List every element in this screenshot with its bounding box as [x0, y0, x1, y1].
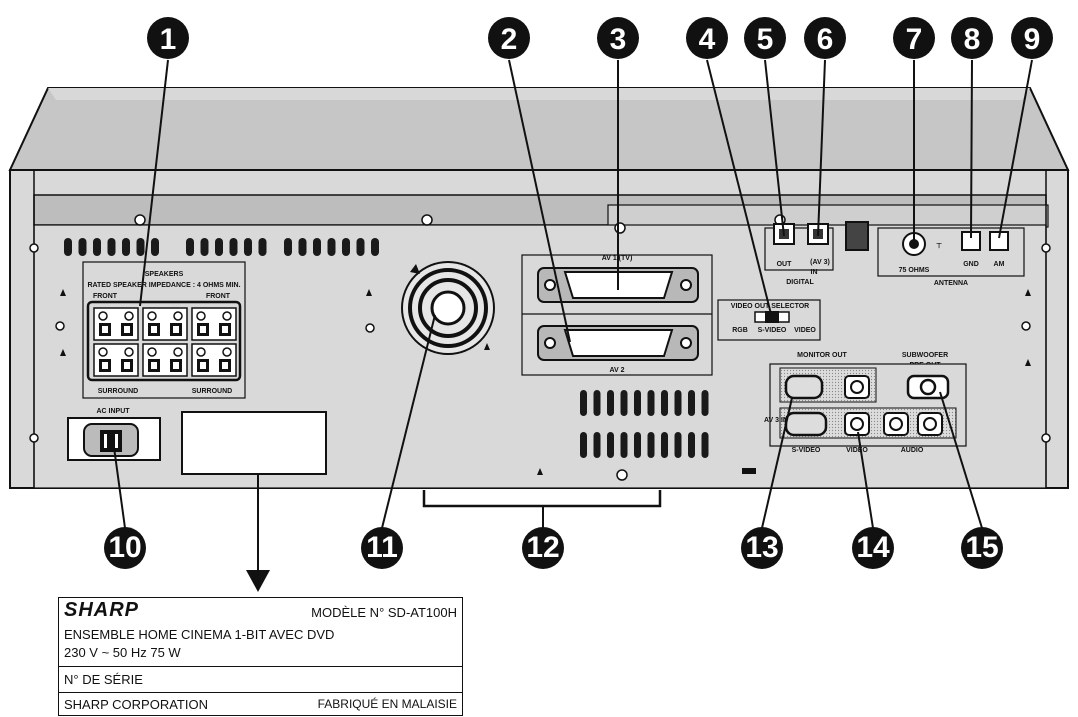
front-left-label: FRONT: [93, 293, 118, 300]
av3-audio-label: AUDIO: [901, 447, 924, 454]
av2-label: AV 2: [609, 367, 624, 374]
lower-vents: [580, 390, 709, 458]
selector-rgb-label: RGB: [732, 327, 748, 334]
svg-text:⊤: ⊤: [936, 242, 942, 250]
callout-label-13: 13: [745, 531, 778, 564]
antenna-label: ANTENNA: [934, 280, 968, 287]
monitor-av3-block: MONITOR OUT SUBWOOFER PRE OUT AV 3 IN S-…: [742, 352, 967, 474]
plate-product: ENSEMBLE HOME CINEMA 1-BIT AVEC DVD: [64, 627, 335, 642]
leader-lines: [112, 59, 1033, 572]
callout-label-12: 12: [526, 531, 559, 564]
gnd-label: GND: [963, 261, 979, 268]
impedance-label: RATED SPEAKER IMPEDANCE : 4 OHMS MIN.: [87, 282, 240, 289]
callout-13: [741, 527, 783, 569]
surround-left-label: SURROUND: [98, 388, 138, 395]
callout-3: [597, 17, 639, 59]
cooling-fan: [401, 261, 495, 355]
av3-svideo-label: S-VIDEO: [792, 447, 821, 454]
monitor-label: MONITOR OUT: [797, 352, 847, 359]
callout-label-6: 6: [817, 23, 834, 56]
callout-label-4: 4: [699, 23, 716, 56]
plate-footer-row: SHARP CORPORATION FABRIQUÉ EN MALAISIE: [59, 693, 462, 717]
selector-video-label: VIDEO: [794, 327, 816, 334]
callout-label-7: 7: [906, 23, 923, 56]
subwoofer-label: SUBWOOFER: [902, 352, 948, 359]
rating-plate: SHARP MODÈLE N° SD-AT100H ENSEMBLE HOME …: [58, 597, 463, 716]
vents-bracket: [422, 490, 662, 508]
callout-label-8: 8: [964, 23, 981, 56]
digital-label: DIGITAL: [786, 279, 814, 286]
callout-label-3: 3: [610, 23, 627, 56]
callout-9: [1011, 17, 1053, 59]
panel-markers: [60, 289, 1031, 475]
callout-label-10: 10: [108, 531, 141, 564]
callout-5: [744, 17, 786, 59]
callout-15: [961, 527, 1003, 569]
callout-1: [147, 17, 189, 59]
plate-model: MODÈLE N° SD-AT100H: [311, 605, 457, 620]
selector-svideo-label: S-VIDEO: [758, 327, 787, 334]
plate-corporation: SHARP CORPORATION: [64, 697, 208, 712]
callout-12: [522, 527, 564, 569]
callout-11: [361, 527, 403, 569]
callout-6: [804, 17, 846, 59]
callout-14: [852, 527, 894, 569]
callout-7: [893, 17, 935, 59]
av3-in-label: AV 3 IN: [764, 417, 788, 424]
front-right-label: FRONT: [206, 293, 231, 300]
callout-8: [951, 17, 993, 59]
plate-made-in: FABRIQUÉ EN MALAISIE: [317, 697, 457, 711]
digital-in-label: IN: [811, 269, 818, 276]
plate-header: SHARP MODÈLE N° SD-AT100H ENSEMBLE HOME …: [59, 598, 462, 667]
callout-label-14: 14: [856, 531, 890, 564]
callout-label-2: 2: [501, 23, 518, 56]
down-arrow-icon: [246, 570, 270, 592]
side-vents: [64, 238, 379, 256]
callout-label-5: 5: [757, 23, 774, 56]
plate-serial-row: N° DE SÉRIE: [59, 667, 462, 693]
rating-label-area: [181, 411, 327, 475]
callout-label-15: 15: [965, 531, 998, 564]
speaker-terminals: [93, 307, 237, 377]
speakers-label: SPEAKERS: [145, 271, 184, 278]
plate-power: 230 V ~ 50 Hz 75 W: [64, 645, 181, 660]
callout-2: [488, 17, 530, 59]
speaker-terminal-block: SPEAKERS RATED SPEAKER IMPEDANCE : 4 OHM…: [82, 261, 246, 399]
av3-video-label: VIDEO: [846, 447, 868, 454]
brand-logo: SHARP: [64, 599, 140, 621]
callout-label-1: 1: [160, 23, 177, 56]
digital-io: OUT (AV 3) IN DIGITAL: [764, 221, 869, 286]
digital-out-label: OUT: [777, 261, 793, 268]
digital-av3-label: (AV 3): [810, 259, 830, 266]
am-label: AM: [994, 261, 1005, 268]
ac-input-label: AC INPUT: [96, 408, 130, 415]
callout-10: [104, 527, 146, 569]
callout-4: [686, 17, 728, 59]
av2-scart-connector: [537, 325, 699, 361]
surround-right-label: SURROUND: [192, 388, 232, 395]
callout-label-9: 9: [1024, 23, 1041, 56]
ohms75-label: 75 OHMS: [899, 267, 930, 274]
callout-label-11: 11: [366, 531, 398, 564]
plate-serial: N° DE SÉRIE: [64, 672, 143, 687]
